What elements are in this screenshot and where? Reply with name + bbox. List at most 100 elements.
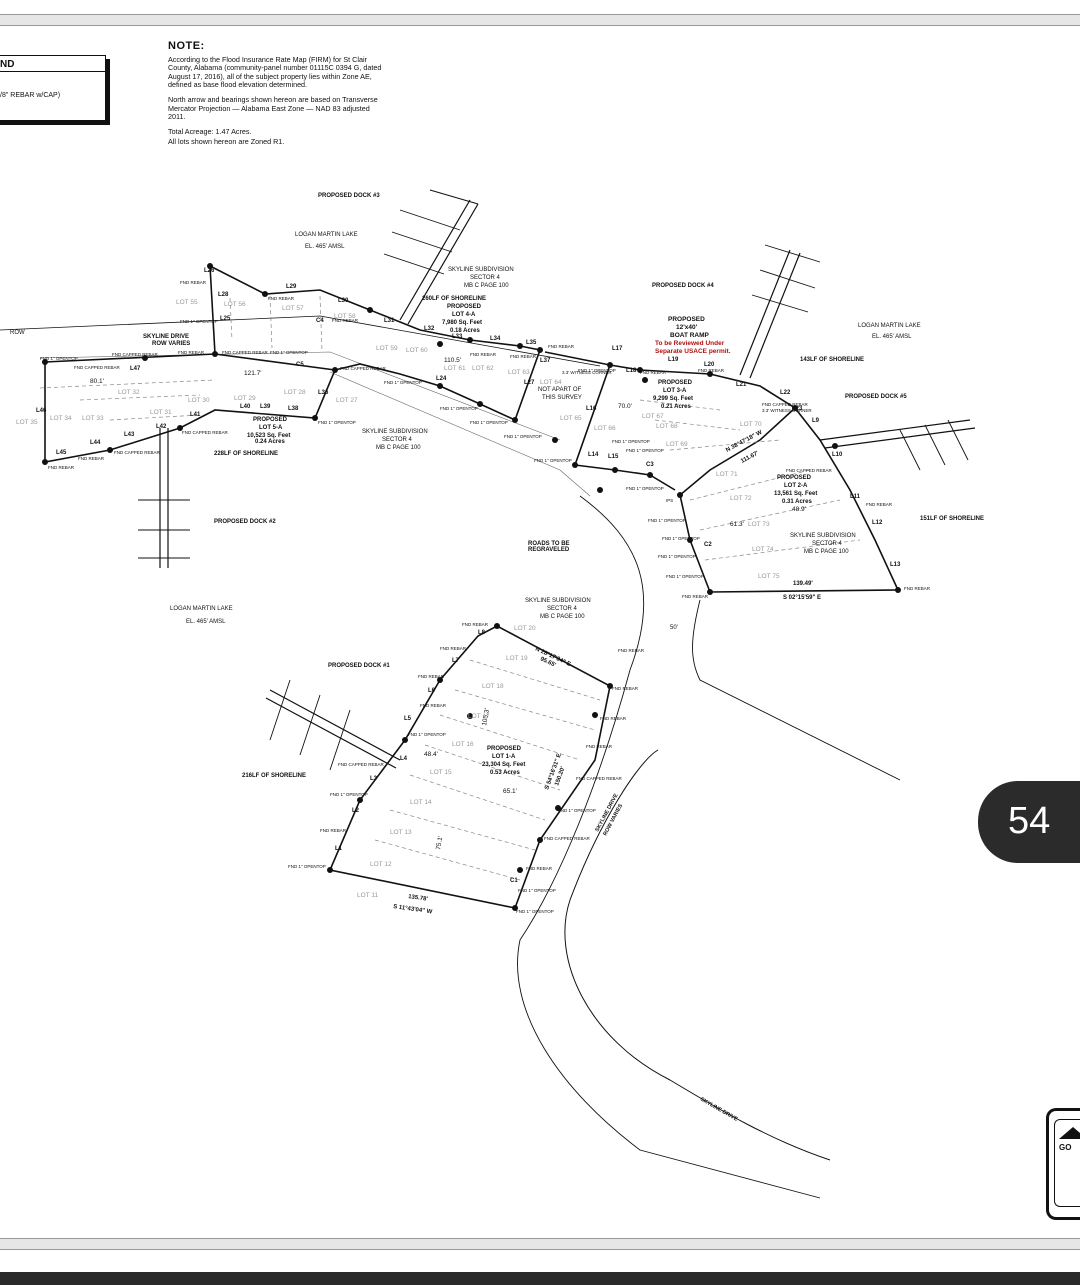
svg-text:L36: L36 [318, 390, 329, 396]
note-block: NOTE: According to the Flood Insurance R… [168, 41, 384, 153]
svg-text:LOT 74: LOT 74 [752, 546, 774, 553]
svg-text:L40: L40 [240, 404, 251, 410]
lot2a-name: LOT 2-A [784, 483, 808, 489]
lake-label-2: LOGAN MARTIN LAKE [858, 323, 921, 329]
svg-text:FND CAPPED REBAR: FND CAPPED REBAR [222, 350, 269, 355]
shore-260-label: 260LF OF SHORELINE [422, 296, 486, 302]
svg-text:L25: L25 [220, 316, 231, 322]
svg-text:BOAT RAMP: BOAT RAMP [670, 332, 710, 339]
svg-text:FND CAPPED REBAR: FND CAPPED REBAR [786, 468, 833, 473]
mbc-label-1: MB C PAGE 100 [464, 283, 509, 289]
svg-text:LOT 20: LOT 20 [514, 625, 536, 632]
svg-text:FND 1" OPENTOP: FND 1" OPENTOP [180, 319, 218, 324]
svg-text:LOT 11: LOT 11 [357, 892, 378, 899]
svg-text:FND CAPPED REBAR: FND CAPPED REBAR [340, 366, 387, 371]
shore-143-label: 143LF OF SHORELINE [800, 357, 864, 363]
sector-label-3: SECTOR 4 [812, 541, 843, 547]
svg-text:L23: L23 [792, 406, 803, 412]
svg-text:FND REBAR: FND REBAR [332, 318, 359, 323]
svg-text:FND CAPPED REBAR: FND CAPPED REBAR [114, 450, 161, 455]
distance-11: 65.1' [503, 788, 517, 795]
row-varies-label: ROW VARIES [152, 341, 190, 347]
svg-text:L37: L37 [540, 358, 551, 364]
lot2a-acres: 0.31 Acres [782, 499, 812, 505]
page-number-badge: 54 [978, 781, 1080, 863]
svg-text:FND 1" OPENTOP: FND 1" OPENTOP [578, 368, 616, 373]
svg-text:FND 1" OPENTOP: FND 1" OPENTOP [330, 792, 368, 797]
svg-text:FND 1" OPENTOP: FND 1" OPENTOP [662, 536, 700, 541]
svg-text:L44: L44 [90, 440, 101, 446]
lot5a-acres: 0.24 Acres [255, 439, 285, 445]
adjacent-lots: LOT 55 LOT 56 LOT 57 LOT 58 LOT 59 LOT 6… [16, 299, 780, 899]
subdivision-label-1: SKYLINE SUBDIVISION [448, 267, 514, 273]
svg-text:PROPOSED: PROPOSED [668, 316, 705, 323]
svg-text:FND CAPPED REBAR: FND CAPPED REBAR [576, 776, 623, 781]
svg-text:FND REBAR: FND REBAR [440, 646, 467, 651]
svg-text:FND REBAR: FND REBAR [618, 648, 645, 653]
svg-text:LOT 57: LOT 57 [282, 305, 304, 312]
svg-text:FND REBAR: FND REBAR [698, 368, 725, 373]
svg-text:FND 1" OPENTOP: FND 1" OPENTOP [648, 518, 686, 523]
svg-text:LOT 65: LOT 65 [560, 415, 582, 422]
svg-text:FND REBAR: FND REBAR [420, 703, 447, 708]
svg-text:FND 1" OPENTOP: FND 1" OPENTOP [534, 458, 572, 463]
svg-text:FND REBAR: FND REBAR [612, 686, 639, 691]
svg-text:FND REBAR: FND REBAR [548, 344, 575, 349]
svg-text:L15: L15 [608, 454, 619, 460]
svg-text:L12: L12 [872, 520, 883, 526]
svg-text:FND CAPPED REBAR: FND CAPPED REBAR [338, 762, 385, 767]
svg-text:L43: L43 [124, 432, 135, 438]
distance-1: 111.67' [740, 450, 760, 465]
svg-text:Separate USACE permit.: Separate USACE permit. [655, 348, 731, 355]
svg-text:LOT 69: LOT 69 [666, 441, 688, 448]
svg-text:FND REBAR: FND REBAR [78, 456, 105, 461]
distance-10: 48.9' [792, 506, 806, 513]
svg-text:FND REBAR: FND REBAR [510, 354, 537, 359]
svg-text:LOT 29: LOT 29 [234, 395, 256, 402]
svg-text:LOT 59: LOT 59 [376, 345, 398, 352]
svg-text:FND REBAR: FND REBAR [418, 674, 445, 679]
svg-text:LOT 56: LOT 56 [224, 301, 246, 308]
svg-text:L29: L29 [286, 284, 297, 290]
svg-text:LOT 61: LOT 61 [444, 365, 466, 372]
svg-text:PROPOSED: PROPOSED [487, 746, 522, 752]
svg-text:LOT 35: LOT 35 [16, 419, 38, 426]
svg-text:FND REBAR: FND REBAR [48, 465, 75, 470]
svg-text:LOT 18: LOT 18 [482, 683, 504, 690]
svg-text:FND 1" OPENTOP: FND 1" OPENTOP [270, 350, 308, 355]
svg-text:FND 1" OPENTOP: FND 1" OPENTOP [516, 909, 554, 914]
svg-text:FND 1" OPENTOP: FND 1" OPENTOP [318, 420, 356, 425]
svg-text:PROPOSED: PROPOSED [447, 304, 482, 310]
note-acreage: Total Acreage: 1.47 Acres. [168, 126, 252, 136]
distance-9: 61.3' [730, 521, 744, 528]
svg-text:FND REBAR: FND REBAR [180, 280, 207, 285]
svg-text:FND REBAR: FND REBAR [526, 866, 553, 871]
legend-title: ND [0, 59, 15, 70]
legend-box: ND /8" REBAR w/CAP) [0, 55, 106, 121]
svg-text:FND REBAR: FND REBAR [904, 586, 931, 591]
svg-text:FND REBAR: FND REBAR [600, 716, 627, 721]
svg-text:LOT 58: LOT 58 [334, 313, 356, 320]
svg-text:L21: L21 [736, 382, 747, 388]
svg-text:LOT 55: LOT 55 [176, 299, 198, 306]
svg-text:FND REBAR: FND REBAR [268, 296, 295, 301]
svg-text:12'x40': 12'x40' [676, 324, 698, 331]
svg-text:LOT 27: LOT 27 [336, 397, 358, 404]
svg-text:C2: C2 [704, 542, 712, 548]
svg-text:L6: L6 [428, 688, 436, 694]
svg-text:LOT 68: LOT 68 [656, 423, 678, 430]
survey-sheet: PROPOSED DOCK #3 PROPOSED DOCK #4 PROPOS… [0, 26, 1080, 1236]
svg-text:FND 1" OPENTOP: FND 1" OPENTOP [658, 554, 696, 559]
svg-text:LOT 66: LOT 66 [594, 425, 616, 432]
lot1a-area: 23,304 Sq. Feet [482, 762, 525, 768]
svg-text:FND REBAR: FND REBAR [866, 502, 893, 507]
bottom-bar [0, 1272, 1080, 1285]
svg-text:LOT 15: LOT 15 [430, 769, 452, 776]
svg-text:IPS: IPS [666, 498, 673, 503]
lake-label-1: LOGAN MARTIN LAKE [295, 232, 358, 238]
svg-text:L42: L42 [156, 424, 167, 430]
svg-text:LOT 17: LOT 17 [468, 713, 490, 720]
svg-text:3.3' WITNESS CORNER: 3.3' WITNESS CORNER [762, 408, 812, 413]
svg-text:LOT 12: LOT 12 [370, 861, 392, 868]
svg-text:LOT 60: LOT 60 [406, 347, 428, 354]
